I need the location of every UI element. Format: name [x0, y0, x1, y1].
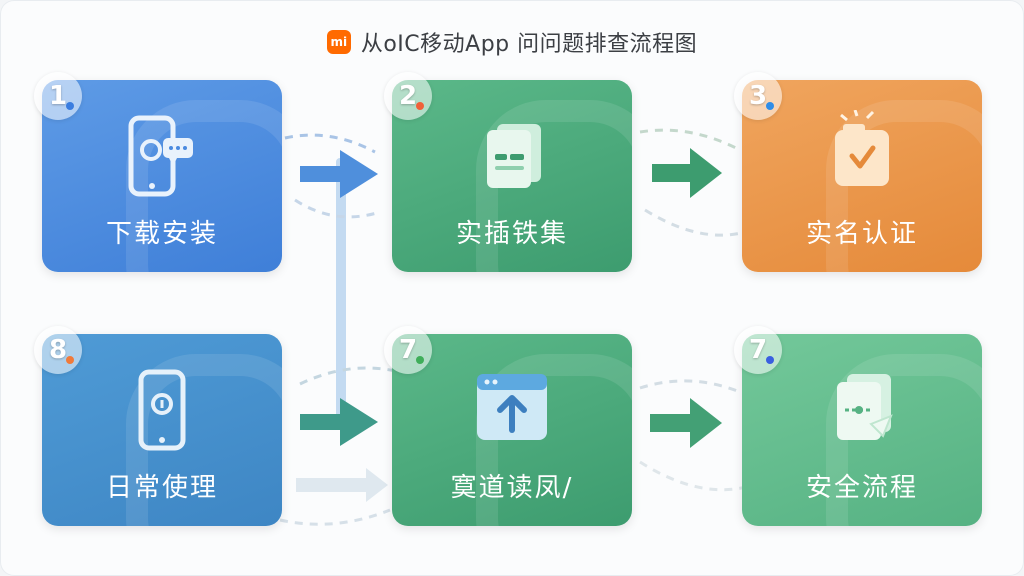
step-label: 实插铁集 — [455, 219, 568, 249]
upload-window-icon — [467, 364, 557, 454]
step-card-middle[interactable]: 寞道读凤/ — [392, 334, 632, 526]
vertical-spine — [336, 158, 346, 420]
step-card-security-process[interactable]: 安全流程 — [742, 334, 982, 526]
arrow-1-to-2 — [284, 133, 381, 219]
step-card-daily-use[interactable]: 日常使理 — [42, 334, 282, 526]
step-card-real-name-verification[interactable]: 实名认证 — [742, 80, 982, 272]
arrow-2-to-3 — [639, 128, 746, 237]
step-label: 下载安装 — [105, 219, 218, 249]
folder-check-icon — [817, 109, 907, 200]
step-badge: 1 — [34, 72, 82, 120]
secure-files-icon — [817, 364, 907, 454]
title-bar: mi 从oIC移动App 问问题排查流程图 — [0, 26, 1024, 58]
step-badge: 7 — [384, 326, 432, 374]
step-badge: 2 — [384, 72, 432, 120]
step-label: 日常使理 — [105, 473, 218, 503]
mi-logo: mi — [326, 30, 351, 54]
step-label: 寞道读凤/ — [450, 473, 574, 503]
step-label: 实名认证 — [805, 219, 918, 249]
phone-icon — [117, 364, 207, 454]
phone-chat-icon — [117, 110, 207, 200]
step-badge: 3 — [734, 72, 782, 120]
arrow-8-to-7 — [279, 366, 401, 526]
step-card-download-install[interactable]: 下载安装 — [42, 80, 282, 272]
document-icon — [467, 110, 557, 200]
arrow-7-to-7 — [639, 379, 751, 492]
page-title: 从oIC移动App 问问题排查流程图 — [360, 32, 698, 57]
step-card-2[interactable]: 实插铁集 — [392, 80, 632, 272]
step-badge: 7 — [734, 326, 782, 374]
step-label: 安全流程 — [805, 473, 918, 503]
step-badge: 8 — [34, 326, 82, 374]
